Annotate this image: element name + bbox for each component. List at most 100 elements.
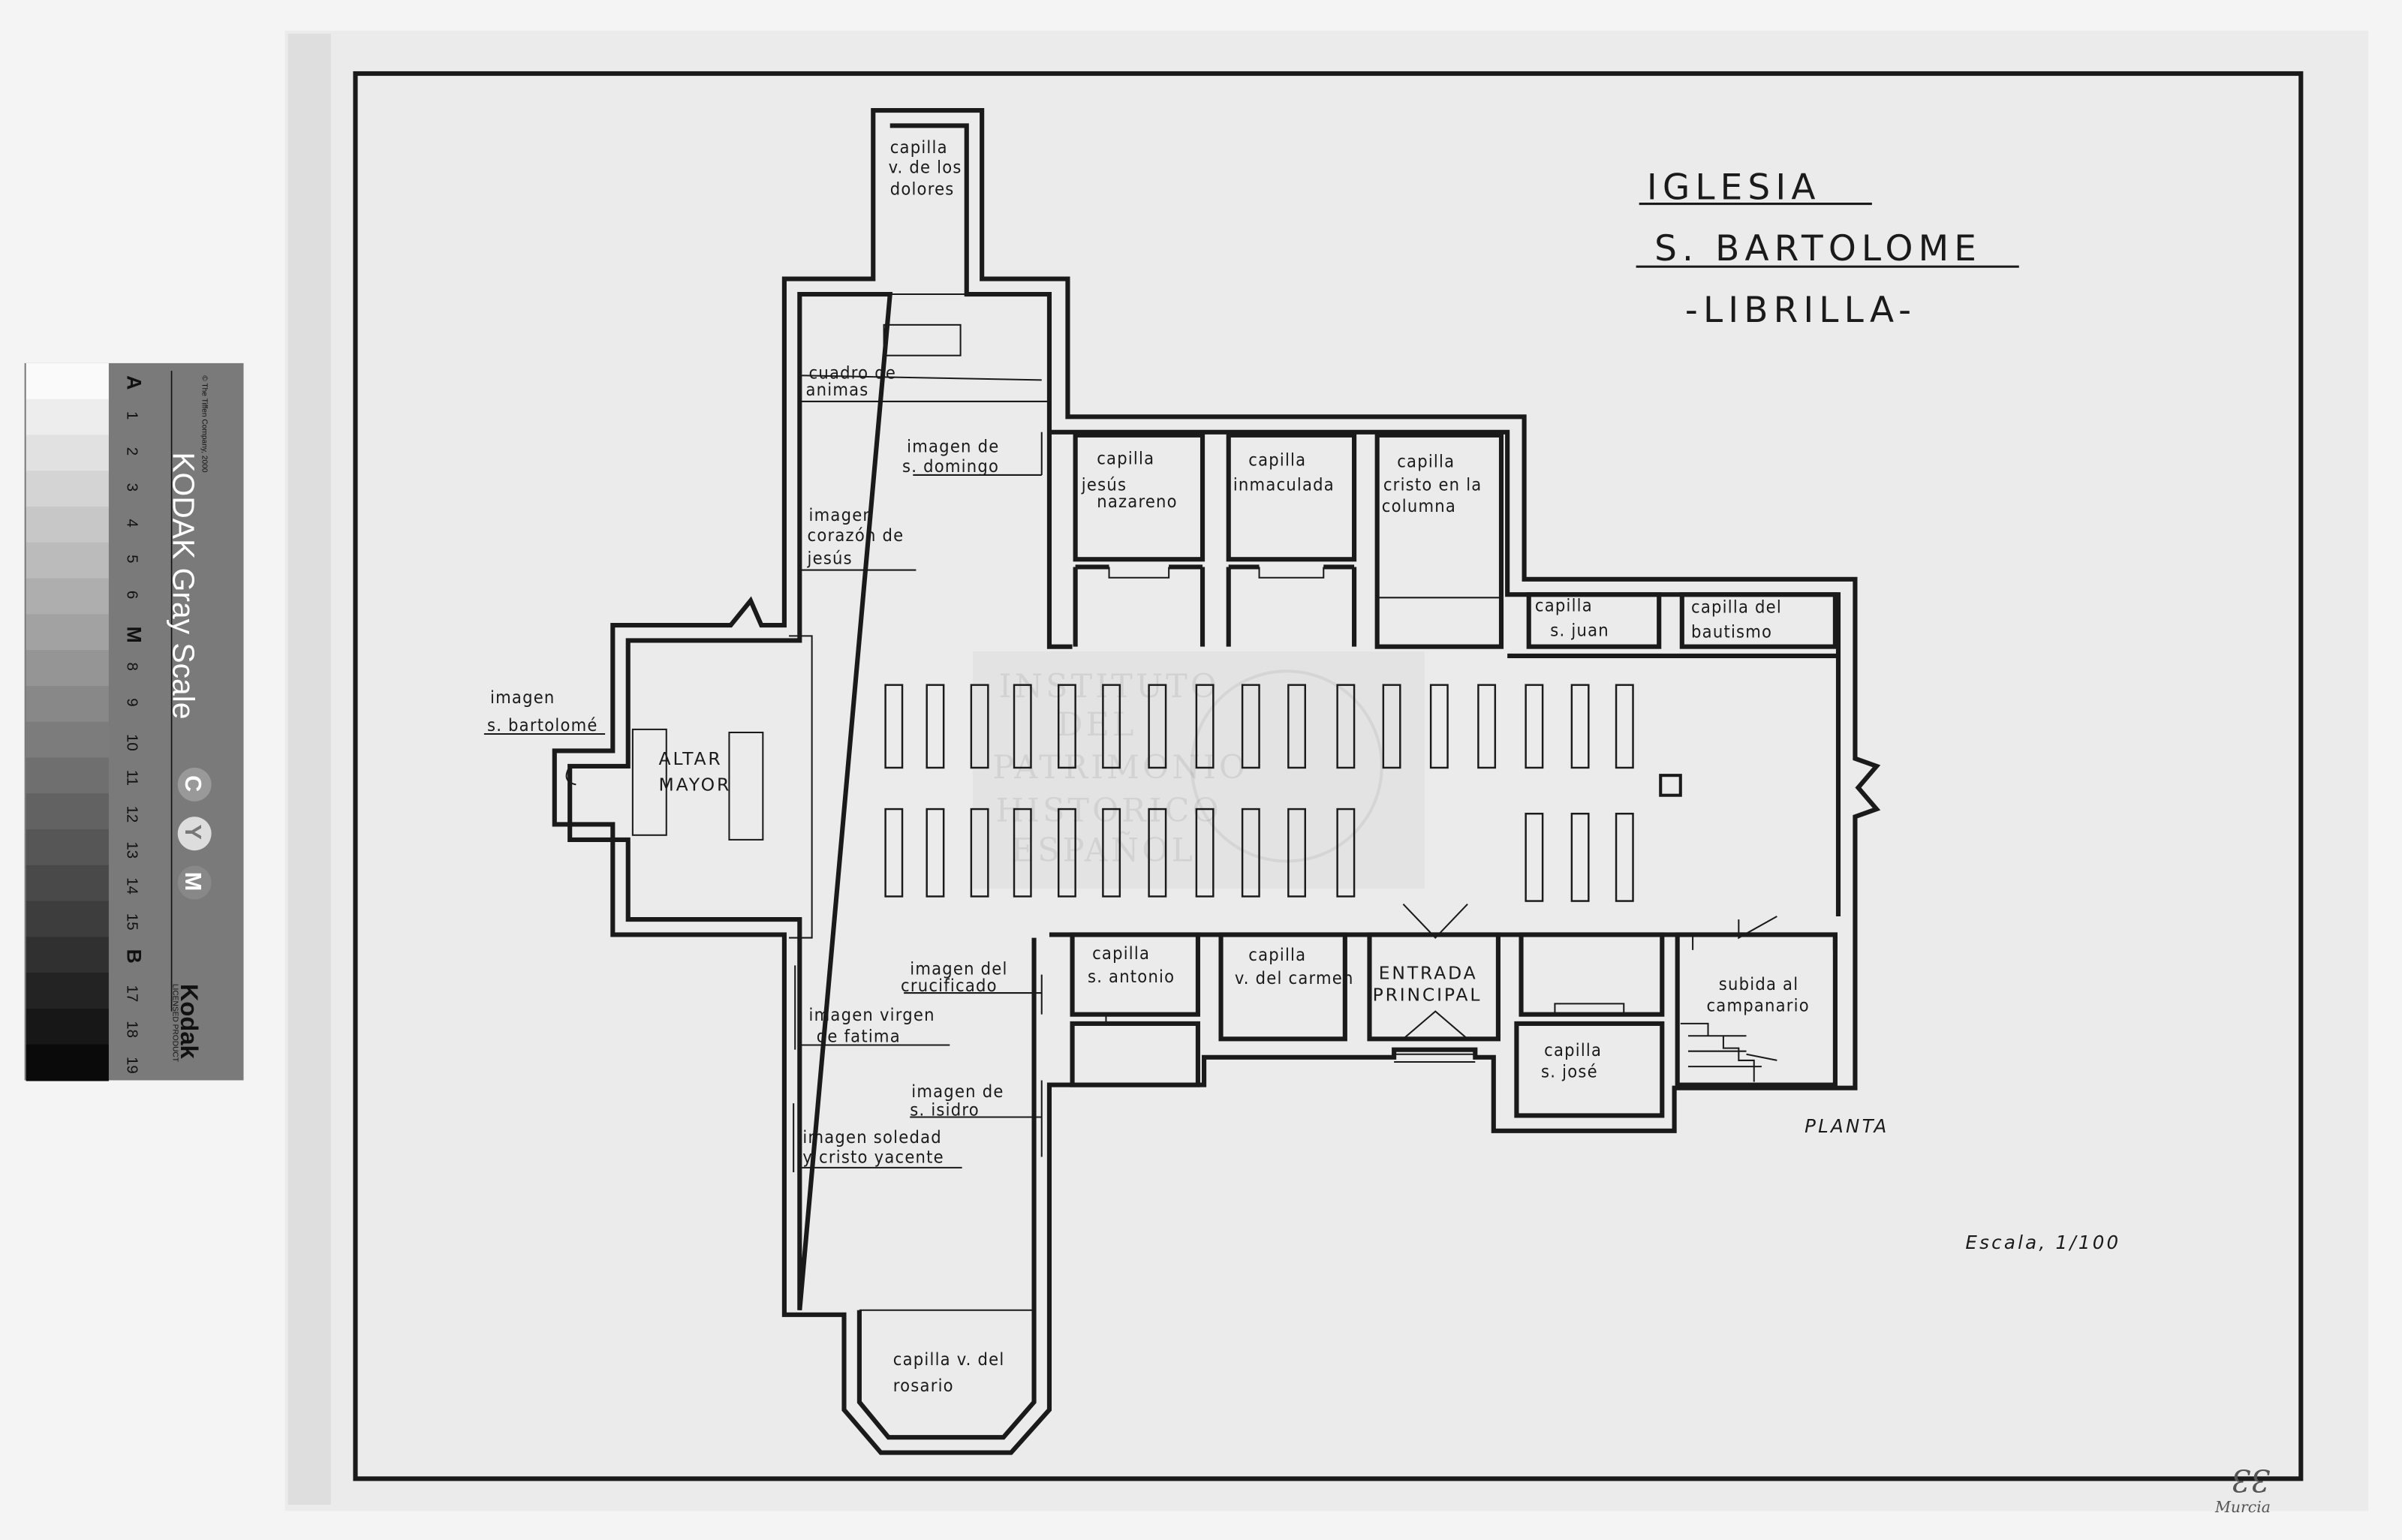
baptismal-font [1659,774,1682,797]
gray-step-label: M [122,627,145,643]
gray-step-label: 14 [123,877,140,895]
thin-lines [483,293,1625,1311]
entrance-vestibule [1367,932,1500,1042]
gray-patch [26,937,109,974]
gray-step-label: 8 [123,662,140,670]
pew [1013,684,1032,769]
chapel-carmen [1218,932,1347,1042]
label: s. bartolomé [487,714,598,735]
title-line-2: S. BARTOLOME [1654,228,1982,269]
gray-step-label: 3 [123,483,140,492]
label: capilla del [1691,597,1782,618]
pew [1241,684,1260,769]
watermark-line: HISTORICO [996,792,1222,829]
label: jesús [807,547,853,568]
pew [1102,684,1121,769]
kodak-title: KODAK Gray Scale [167,452,201,719]
title-line-3: -LIBRILLA- [1685,290,1916,331]
chapel-nazareno-lower [1073,564,1206,647]
label: MAYOR [659,775,732,796]
gray-patch [26,650,109,687]
chapel-jose-upper [1519,932,1665,1017]
label: y cristo yacente [802,1147,944,1168]
label: imagen de [911,1081,1004,1102]
gray-patch [26,901,109,938]
gray-patch [26,721,109,759]
gray-patch [26,865,109,902]
chapel-antonio [1070,932,1200,1017]
label: columna [1382,495,1456,516]
label: v. del carmen [1235,967,1354,988]
outer-wall [552,107,1881,1455]
chapel-nazareno [1073,432,1206,562]
pew [1615,684,1634,769]
pew [970,808,989,898]
kodak-logo: Kodak [176,984,203,1060]
label: campanario [1706,995,1809,1016]
gray-patch [26,507,109,543]
label: imagen [490,687,555,708]
pew [1195,808,1215,898]
label: s. juan [1550,619,1609,640]
label: imagen [809,504,874,525]
pew [1429,684,1449,769]
gray-step-label: 11 [123,770,140,786]
label: imagen virgen [809,1004,935,1025]
label: imagen de [907,435,999,456]
gray-patch [26,542,109,579]
gray-patch [26,757,109,795]
stair-icon [1680,1022,1777,1082]
label: capilla [1248,450,1306,471]
pew [1241,808,1260,898]
pew [1570,684,1590,769]
handwritten-place: Murcia [2214,1498,2271,1516]
pews [884,684,1634,902]
pew [970,684,989,769]
pew [1525,812,1544,902]
pew [1477,684,1497,769]
gray-patch [26,399,109,436]
gray-patch [26,435,109,472]
gray-patch [26,685,109,723]
chapel-columna [1374,432,1504,649]
gray-step-label: 18 [123,1021,140,1038]
pew [884,808,904,898]
pew [1013,808,1032,898]
gray-step-label: 17 [123,985,140,1002]
gray-patches [26,362,109,1081]
entrance-door-lines [1394,903,1476,1063]
pew [1287,808,1306,898]
label: s. domingo [902,456,999,477]
label: inmaculada [1233,474,1335,495]
label: imagen del [910,958,1007,979]
label: cuadro de [809,362,897,383]
drawing-frame [353,71,2304,1481]
label: nazareno [1097,491,1178,512]
gray-step-label: 5 [123,555,140,563]
kodak-copyright: © The Tiffen Company, 2000 [200,375,208,473]
gray-patch [26,1044,109,1081]
chapel-inmaculada-lower [1226,564,1357,647]
label: corazón de [808,525,905,546]
label: capilla [1097,448,1154,469]
gray-step-label: 9 [123,698,140,706]
pew [1057,684,1076,769]
pew [1102,808,1121,898]
pew [1615,812,1634,902]
gray-step-label: 2 [123,447,140,456]
pew [926,684,945,769]
label: v. de los [889,157,962,178]
watermark-line: DEL [1057,706,1136,744]
altar-table [728,731,764,841]
pew [1336,684,1356,769]
scale-label: Escala, 1/100 [1965,1232,2121,1253]
gray-step-label: 13 [123,841,140,859]
watermark: INSTITUTO DEL PATRIMONIO HISTORICO ESPAÑ… [992,668,1383,869]
gray-patch [26,829,109,866]
altar-step [631,728,667,836]
gray-patch [26,1008,109,1045]
side-altar-table [883,323,962,356]
